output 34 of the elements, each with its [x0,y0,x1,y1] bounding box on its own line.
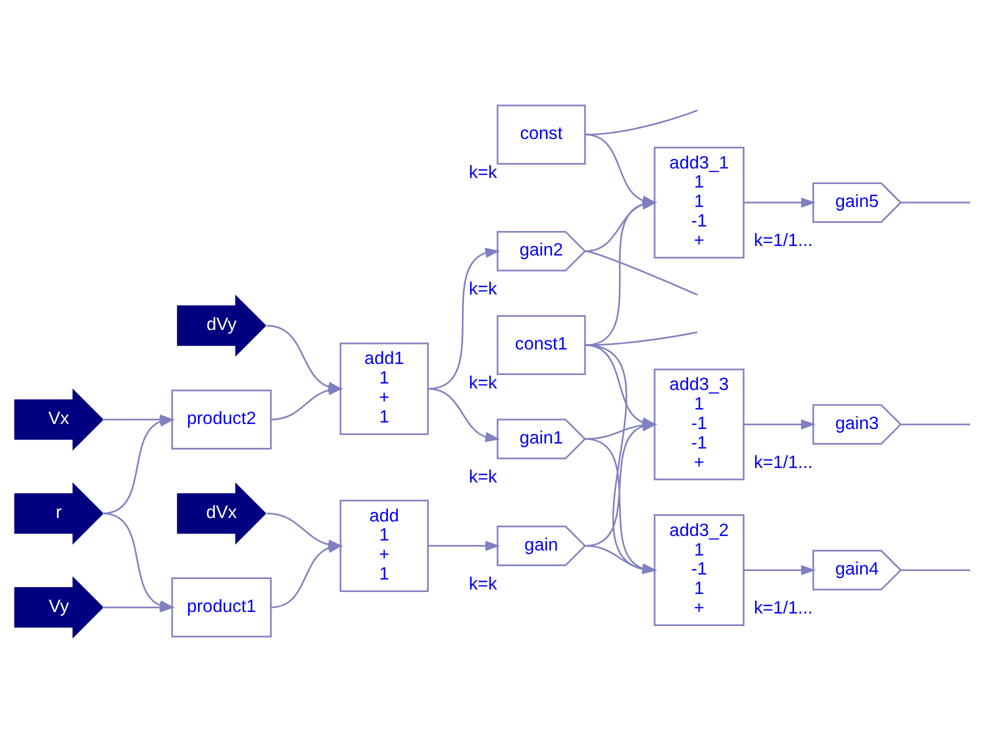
node-box: add1 1 + 1 [340,342,429,435]
arrow [428,540,500,551]
connector [584,331,698,346]
node-box: add3_1 1 1 -1 + [654,146,744,258]
node-box: add3_2 1 -1 1 + [654,514,744,626]
arrow [744,419,816,430]
arrow [744,198,816,208]
node-box: add 1 + 1 [340,500,429,592]
node-box: product2 [171,390,272,450]
connector [584,250,698,296]
connector [900,202,970,204]
arrow [744,565,816,576]
connector [584,110,698,136]
arrow [270,542,343,608]
arrow [584,438,658,574]
arrow [270,385,343,420]
node-label: k=k [468,278,498,299]
node-box: add3_3 1 -1 -1 + [654,368,744,480]
arrow [584,545,658,574]
node-box: const1 [496,315,586,376]
node-label: k=k [468,466,498,486]
node-label: k=k [468,372,498,392]
node-label: k=k [468,573,498,594]
node-box: const [496,104,586,165]
node-label: k=1/1... [754,598,813,618]
arrow [428,248,500,390]
node-box: product1 [171,577,272,638]
arrow [102,414,175,425]
node-label: k=k [468,162,498,182]
connector [900,424,970,426]
node-label: k=1/1... [754,230,813,250]
node-label: k=1/1... [754,452,813,472]
connector [900,569,970,571]
arrow [102,512,175,610]
